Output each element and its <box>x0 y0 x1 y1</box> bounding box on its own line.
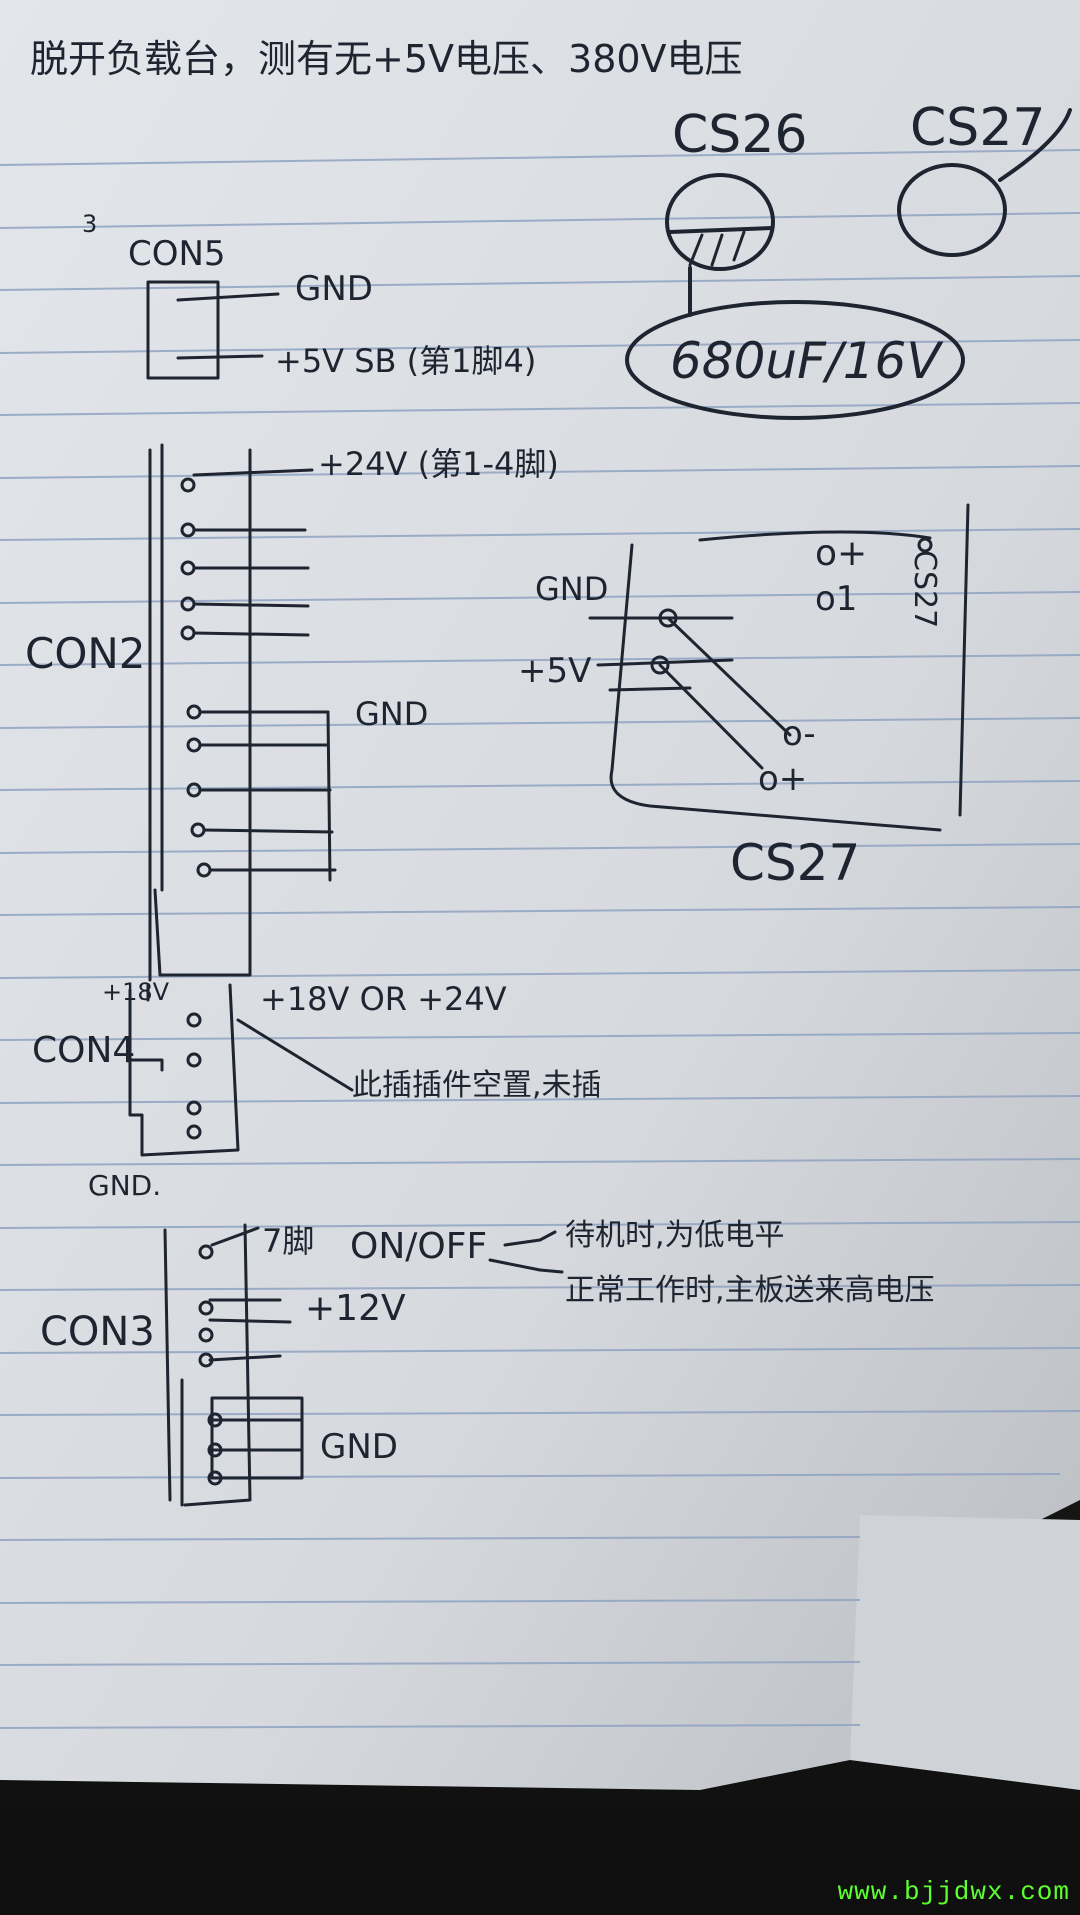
ruled-lines <box>0 149 1080 1729</box>
con2-24v-pins <box>180 468 314 641</box>
con4-pin-4 <box>186 1124 202 1140</box>
con3-12v-pins <box>198 1298 292 1368</box>
con5-label: CON5 <box>128 234 226 274</box>
cs27-pin-one: o1 <box>815 579 857 619</box>
cs27-extra-line <box>608 686 692 692</box>
cs27-bottom-label: CS27 <box>730 834 860 892</box>
cs27-pin-minus: o- <box>782 714 816 754</box>
con4-pointer <box>236 1018 354 1092</box>
note-title: 脱开负载台，测有无+5V电压、380V电压 <box>30 37 743 81</box>
cs26-hatch <box>688 230 746 267</box>
con4-pin-3 <box>186 1100 202 1116</box>
capacitor-label: 680uF/16V <box>670 332 944 390</box>
con5-gnd: GND <box>295 269 373 309</box>
con4-pin-2 <box>186 1052 202 1068</box>
paper-sheet <box>0 0 1080 1790</box>
cs26-label: CS26 <box>672 105 807 165</box>
con3-12v: +12V <box>305 1288 406 1329</box>
con4-pin-1 <box>186 1012 202 1028</box>
con4-label: CON4 <box>32 1030 135 1071</box>
con3-onoff: ON/OFF <box>350 1226 487 1267</box>
cs27-5v-line <box>596 658 734 667</box>
con3-working: 正常工作时,主板送来高电压 <box>565 1273 935 1308</box>
con2-gnd: GND <box>355 695 428 733</box>
cs27-top-label: CS27 <box>910 98 1045 158</box>
cs27-circle <box>897 163 1007 257</box>
con5-mark: 3 <box>82 210 97 238</box>
cs27-diag-2 <box>658 663 764 770</box>
con5-5vsb-line <box>176 354 264 360</box>
con4-note: 此插插件空置,未插 <box>352 1068 602 1103</box>
con5-5vsb: +5V SB (第1脚4) <box>275 342 536 380</box>
capacitor-oval <box>625 300 965 420</box>
con3-label: CON3 <box>40 1309 155 1355</box>
con4-voltage: +18V OR +24V <box>260 980 507 1018</box>
con4-box <box>128 983 240 1157</box>
con4-gnd: GND. <box>88 1169 161 1202</box>
cs27-5v: +5V <box>518 651 591 691</box>
con3-standby: 待机时,为低电平 <box>565 1218 785 1253</box>
cs27-gnd: GND <box>535 570 608 608</box>
con2-label: CON2 <box>25 629 146 678</box>
con5-box <box>146 280 220 380</box>
cs27-side-pin <box>917 537 933 553</box>
cs26-circle <box>665 173 775 271</box>
cs27-pin-plus-bottom: o+ <box>758 759 807 799</box>
watermark: www.bjjdwx.com <box>837 1877 1070 1907</box>
con5-gnd-line <box>176 292 280 302</box>
cs27-pin-plus-top: o+ <box>815 533 867 574</box>
cs27-5v-pin <box>650 655 670 675</box>
cs27-box <box>609 503 970 832</box>
con4-top-label: +18V <box>102 978 170 1006</box>
cs27-pointer <box>998 108 1072 182</box>
con3-pin7: 7脚 <box>262 1222 314 1260</box>
cs27-diag-1 <box>666 616 792 737</box>
con3-gnd-pins <box>207 1396 304 1486</box>
con3-brace <box>488 1230 564 1274</box>
con2-24v: +24V (第1-4脚) <box>318 445 559 483</box>
cs27-side-label: CS27 <box>907 550 942 628</box>
cs26-stripe <box>668 226 774 234</box>
con2-gnd-pins <box>186 704 337 882</box>
con3-pin-7 <box>198 1244 214 1260</box>
con3-box <box>163 1223 252 1507</box>
con3-pin-7-line <box>210 1226 260 1247</box>
con3-gnd: GND <box>320 1427 398 1467</box>
cs27-box-top <box>698 530 932 542</box>
paper-fold <box>850 1515 1080 1790</box>
